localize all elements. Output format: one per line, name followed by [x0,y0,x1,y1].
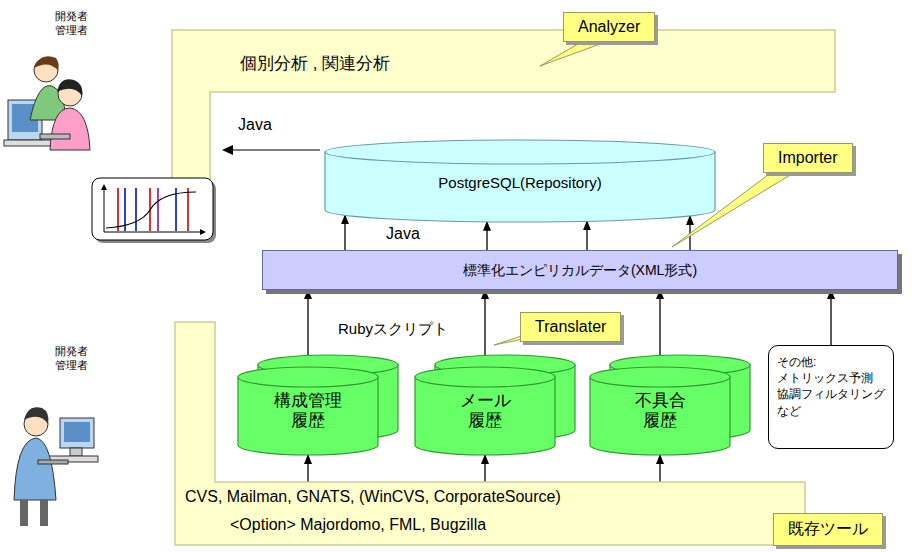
cylinder-label: 不具合 履歴 [618,391,702,432]
script-label: Rubyスクリプト [338,320,448,339]
java-arrow [222,145,320,155]
callout-box: 既存ツール [773,513,883,546]
history-cylinder: 不具合 履歴 [590,355,750,455]
repository-cylinder: PostgreSQL(Repository) [325,140,715,222]
cylinder-top [238,367,378,387]
history-cylinder: 構成管理 履歴 [238,355,398,455]
cylinder-top [325,140,715,164]
flow-arrow [344,215,345,250]
callout-text: Translater [535,318,606,336]
cylinder-label: PostgreSQL(Repository) [325,174,715,191]
note-box: その他: メトリックス予測 協調フィルタリング など [768,345,894,449]
band-label: 標準化エンピリカルデータ(XML形式) [263,251,897,289]
flow-arrow [307,290,308,357]
data-band: 標準化エンピリカルデータ(XML形式) [262,250,898,290]
flow-arrow [484,455,485,482]
flow-arrow [484,290,485,357]
cylinder-top [590,367,730,387]
language-label: Java [238,116,272,134]
tool-list: <Option> Majordomo, FML, Bugzilla [230,516,486,534]
callout-box: Importer [763,143,853,173]
language-label: Java [386,225,420,243]
band-shape [175,322,805,545]
callout-box: Analyzer [563,12,655,42]
cylinder-label: 構成管理 履歴 [266,391,350,432]
flow-arrow [659,455,660,482]
flow-arrow [659,290,660,357]
cylinder-body [590,377,730,455]
cylinder-body [415,377,555,455]
band-shape [172,30,835,235]
history-cylinder: メール 履歴 [415,355,575,455]
flow-arrow [307,455,308,482]
callout-text: Analyzer [578,18,640,36]
people-illustration [4,56,90,150]
flow-arrow [586,221,587,250]
flow-arrow [830,290,831,345]
cylinder-label: メール 履歴 [443,391,527,432]
note-text: その他: メトリックス予測 協調フィルタリング など [777,354,885,419]
cylinder-top [415,367,555,387]
person-illustration [14,407,98,526]
role-label: 開発者 管理者 [52,345,90,373]
callout-box: Translater [520,312,621,342]
role-label: 開発者 管理者 [52,10,90,38]
callout-text: Importer [778,149,838,167]
callout-text: 既存ツール [788,519,868,540]
cylinder-body [238,377,378,455]
flow-arrow [486,222,487,250]
tool-list: CVS, Mailman, GNATS, (WinCVS, CorporateS… [185,488,561,506]
flow-arrow [689,216,690,250]
band-text: 個別分析 , 関連分析 [240,52,390,75]
